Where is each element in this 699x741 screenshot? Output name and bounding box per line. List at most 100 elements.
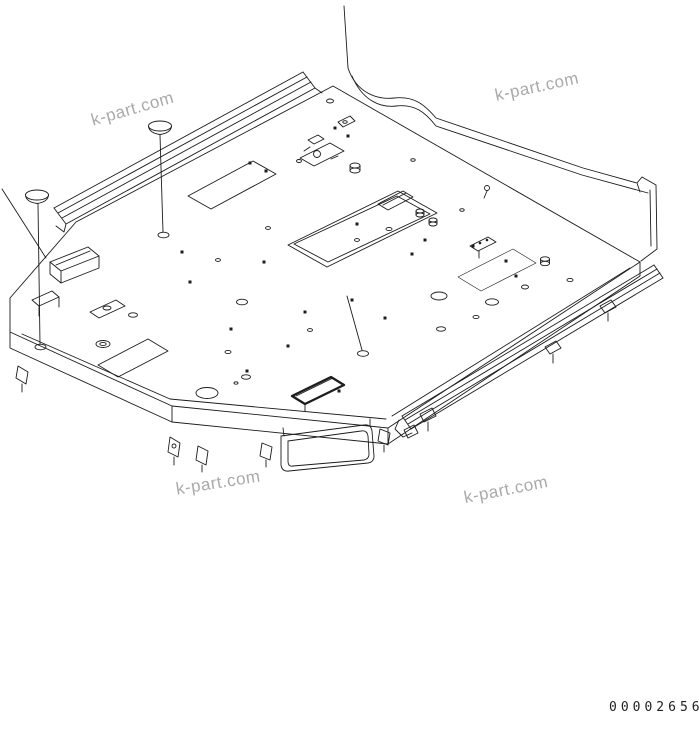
foot-outline [167, 436, 181, 458]
rivet-dot [410, 252, 414, 256]
plate-small-left [89, 299, 126, 319]
latch-plate [299, 142, 345, 167]
bracket-front-face [49, 261, 62, 284]
leader-line [37, 203, 41, 345]
hole [241, 374, 251, 380]
hole [128, 312, 138, 318]
hole [307, 328, 313, 332]
rivet-dot [303, 310, 307, 314]
foot-outline [377, 428, 391, 446]
standoff-bosses [349, 162, 550, 267]
floor-panel [9, 85, 641, 445]
rivet-dot [504, 259, 508, 263]
hole [326, 98, 334, 104]
latch-detail [299, 134, 345, 167]
hole [566, 277, 574, 283]
rail-end-foot [55, 223, 67, 233]
watermark: k-part.com [493, 68, 580, 104]
hole [296, 159, 302, 163]
cutout-upper-left [187, 160, 277, 210]
boss-top [428, 217, 438, 223]
floor-flange-line [21, 333, 387, 420]
bracket-side-face [60, 255, 100, 284]
rear-panel-outline [343, 5, 658, 262]
latch-bracket [307, 134, 325, 145]
left-rail [53, 71, 323, 233]
right-rail [394, 264, 664, 439]
rail-bottom-hook [394, 419, 413, 438]
boss-side [428, 219, 438, 225]
boss-bottom [349, 167, 361, 174]
panel-dark [290, 375, 346, 412]
bracket-right-mid [469, 236, 497, 259]
rivet-dot [337, 389, 341, 393]
rivet-dot [286, 344, 290, 348]
cutout-inner [293, 195, 431, 263]
bracket-left-small [31, 290, 60, 317]
rail-line [57, 76, 308, 214]
rail-bottom-bracket [403, 424, 419, 439]
rivet-dot [245, 369, 249, 373]
rail-end-cap [302, 71, 316, 89]
rivet-dot [471, 244, 475, 248]
hole [224, 349, 232, 355]
hole [233, 381, 239, 385]
rail-end-cap [53, 207, 67, 225]
bracket-outline [31, 290, 60, 307]
boss-side [415, 210, 425, 216]
watermark: k-part.com [462, 472, 549, 507]
floor-right-skirt [387, 261, 641, 445]
rivet-dot [514, 274, 518, 278]
plate-small-top [337, 115, 356, 128]
plug-cap-center [148, 120, 172, 135]
panel-dark-inner [295, 377, 334, 397]
rivet-dot [478, 241, 482, 245]
ring-outer [95, 340, 111, 348]
plug-cap-side [25, 194, 49, 204]
foot-outline [259, 442, 273, 461]
plug-cap-top [148, 120, 172, 132]
tray-inner [287, 430, 370, 467]
hook-detail [483, 185, 490, 199]
rivet-dot [485, 238, 489, 242]
hole [236, 298, 248, 306]
watermark: k-part.com [89, 88, 176, 130]
hole [215, 258, 221, 262]
watermark: k-part.com [175, 467, 262, 499]
boss-side [540, 258, 550, 264]
rivet-dot [383, 316, 387, 320]
hole [354, 238, 360, 242]
cutout-lower-left [97, 338, 169, 378]
plug-cap-side [148, 125, 172, 135]
cutout-small-right [377, 190, 414, 211]
tray-mount [282, 427, 285, 437]
cutout-center [287, 190, 438, 268]
foot-outline [15, 365, 29, 385]
rivet-dot [262, 260, 266, 264]
cutout-detail-line [382, 192, 407, 206]
grommet-ring [95, 340, 111, 348]
rail-line [65, 87, 316, 225]
hole [410, 158, 416, 162]
rear-panel-inner-edge [351, 75, 649, 194]
ring-inner [99, 341, 107, 347]
plate-hole [102, 305, 112, 311]
boss-bottom [540, 260, 550, 267]
front-tray [280, 418, 375, 472]
foot-hole [171, 443, 177, 449]
rear-panel [343, 5, 658, 262]
boss-top [415, 208, 425, 214]
boss-top [349, 162, 361, 169]
tray-outer [280, 424, 375, 472]
rivet-dots [180, 126, 518, 393]
rear-panel-jog [636, 182, 641, 193]
latch-line [303, 146, 311, 152]
floor-skirt [9, 331, 389, 445]
boss-top [540, 256, 550, 262]
foot-left [15, 365, 29, 393]
rivet-dot [264, 169, 268, 173]
cutout-right [457, 248, 537, 292]
rivet-dot [180, 250, 184, 254]
floor-flange-line [391, 267, 631, 417]
part-number: 00002656 [609, 700, 699, 715]
